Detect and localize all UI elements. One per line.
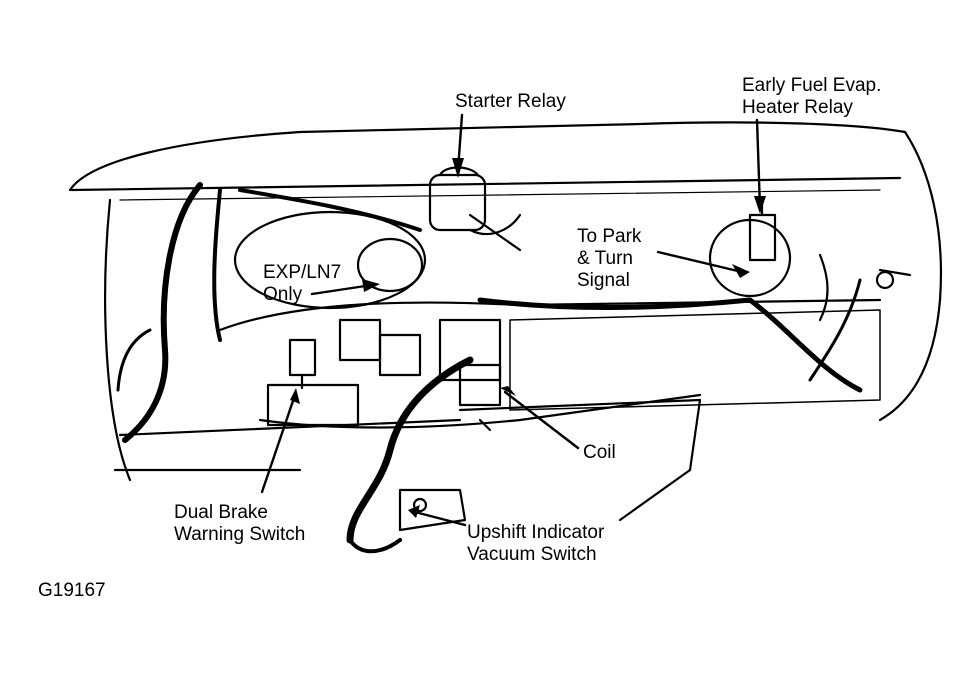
exp-text-line2: Only xyxy=(263,284,303,305)
wiring-harness-right xyxy=(477,297,863,393)
air-cleaner-inner xyxy=(356,237,424,293)
coil-harness xyxy=(346,356,474,544)
to-park-text-line2: & Turn xyxy=(577,248,633,269)
label-to-park-turn-signal: To Park & Turn Signal xyxy=(577,226,641,292)
figure-id: G19167 xyxy=(38,580,106,602)
starter-relay-text: Starter Relay xyxy=(455,91,566,112)
fender-right xyxy=(878,130,943,422)
arrowheads xyxy=(290,158,766,518)
exp-text-line1: EXP/LN7 xyxy=(263,262,342,283)
label-upshift-vacuum: Upshift Indicator Vacuum Switch xyxy=(467,522,604,566)
label-exp-ln7: EXP/LN7 Only xyxy=(263,262,341,306)
to-park-text-line3: Signal xyxy=(577,270,630,291)
upshift-text-line2: Vacuum Switch xyxy=(467,544,597,565)
dual-brake-text-line1: Dual Brake xyxy=(174,502,268,523)
wiring-harness-left xyxy=(122,182,203,443)
leader-efe-relay xyxy=(755,118,762,210)
leader-lines xyxy=(260,113,762,527)
leader-coil xyxy=(503,390,580,450)
efe-relay-text-line2: Heater Relay xyxy=(742,97,853,118)
label-dual-brake: Dual Brake Warning Switch xyxy=(174,502,305,546)
to-park-text-line1: To Park xyxy=(577,226,642,247)
leader-to-park xyxy=(656,250,744,274)
cowl-line-2 xyxy=(119,189,881,201)
engine-front xyxy=(258,393,702,429)
coil-text: Coil xyxy=(583,442,616,463)
valve-cover xyxy=(509,309,881,411)
efe-relay-text-line1: Early Fuel Evap. xyxy=(742,75,882,96)
label-starter-relay: Starter Relay xyxy=(455,91,566,113)
upshift-text-line1: Upshift Indicator xyxy=(467,522,605,543)
leader-dual-brake xyxy=(260,393,297,494)
leader-exp xyxy=(310,283,374,296)
dual-brake-text-line2: Warning Switch xyxy=(174,524,306,545)
vacuum-switch xyxy=(398,488,467,532)
connector-block-2 xyxy=(378,333,422,377)
brake-switch xyxy=(266,383,360,427)
air-cleaner xyxy=(233,210,427,310)
label-coil: Coil xyxy=(583,442,616,464)
hood-outline xyxy=(68,121,907,192)
figure-id-text: G19167 xyxy=(38,580,106,601)
inner-fender xyxy=(104,198,132,482)
connector-block-1 xyxy=(338,318,382,362)
leader-upshift xyxy=(413,510,467,527)
label-efe-relay: Early Fuel Evap. Heater Relay xyxy=(742,75,881,119)
